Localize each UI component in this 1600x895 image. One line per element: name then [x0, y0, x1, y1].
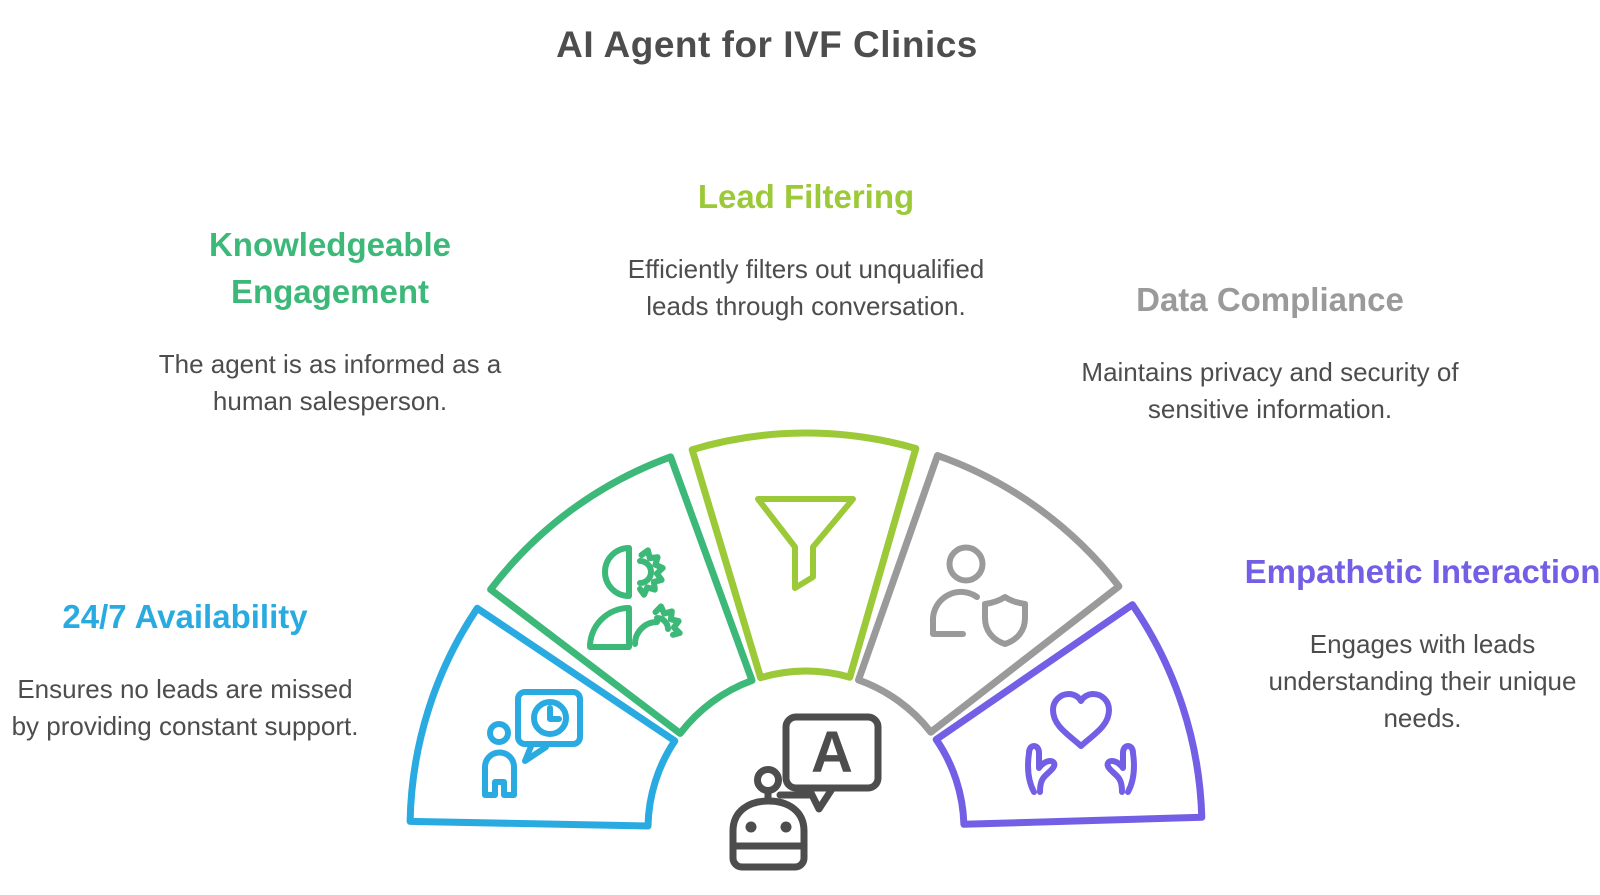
feature-description: The agent is as informed as a human sale… [158, 348, 502, 416]
feature-availability: 24/7 Availability Ensures no leads are m… [10, 594, 360, 745]
wedge-empathetic [932, 601, 1206, 828]
wedge-availability [406, 604, 679, 830]
feature-description: Engages with leads understanding their u… [1268, 628, 1577, 733]
funnel-icon [755, 496, 856, 591]
feature-heading: Empathetic Interaction [1244, 553, 1600, 590]
feature-knowledgeable-engagement: Knowledgeable Engagement The agent is as… [149, 222, 511, 420]
chatbot-icon: A [729, 713, 882, 871]
feature-lead-filtering: Lead Filtering Efficiently filters out u… [616, 174, 996, 325]
hands-heart-icon [1025, 691, 1137, 795]
person-shield-icon [930, 544, 1028, 647]
page-title: AI Agent for IVF Clinics [556, 24, 978, 65]
bubble-letter: A [811, 720, 853, 785]
feature-description: Ensures no leads are missed by providing… [11, 673, 359, 741]
feature-heading: Knowledgeable Engagement [208, 226, 452, 310]
feature-heading: Data Compliance [1136, 281, 1404, 318]
human-machine-gears-icon [587, 545, 683, 650]
feature-heading: 24/7 Availability [62, 598, 308, 635]
robot-eye [745, 821, 757, 833]
feature-description: Efficiently filters out unqualified lead… [627, 253, 985, 321]
robot-eye [780, 821, 792, 833]
wedge-knowledgeable [487, 453, 756, 737]
speech-bubble-icon [776, 713, 882, 813]
feature-description: Maintains privacy and security of sensit… [1081, 356, 1459, 424]
feature-data-compliance: Data Compliance Maintains privacy and se… [1079, 277, 1461, 428]
feature-empathetic-interaction: Empathetic Interaction Engages with lead… [1240, 549, 1600, 737]
wedge-lead-filtering [688, 429, 920, 682]
person-chat-clock-icon [482, 689, 583, 798]
wedge-data-compliance [855, 452, 1123, 736]
feature-heading: Lead Filtering [697, 178, 915, 215]
